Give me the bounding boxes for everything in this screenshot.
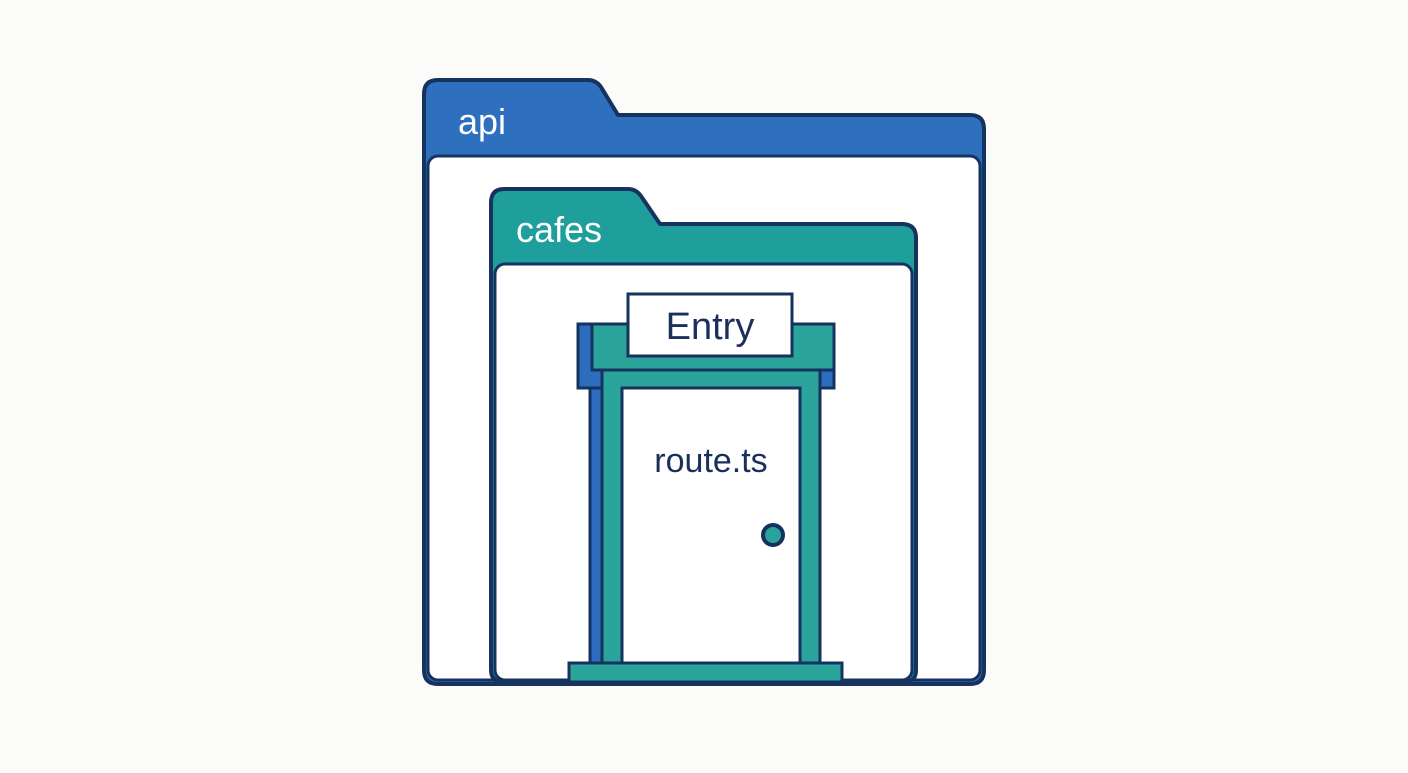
door: Entry route.ts <box>567 292 844 684</box>
door-file-label: route.ts <box>654 442 767 480</box>
door-threshold <box>567 661 844 684</box>
inner-folder-label: cafes <box>516 209 602 250</box>
door-sign-label: Entry <box>666 306 755 348</box>
outer-folder-label: api <box>458 101 506 142</box>
door-knob <box>761 523 785 547</box>
door-sign <box>626 292 794 358</box>
